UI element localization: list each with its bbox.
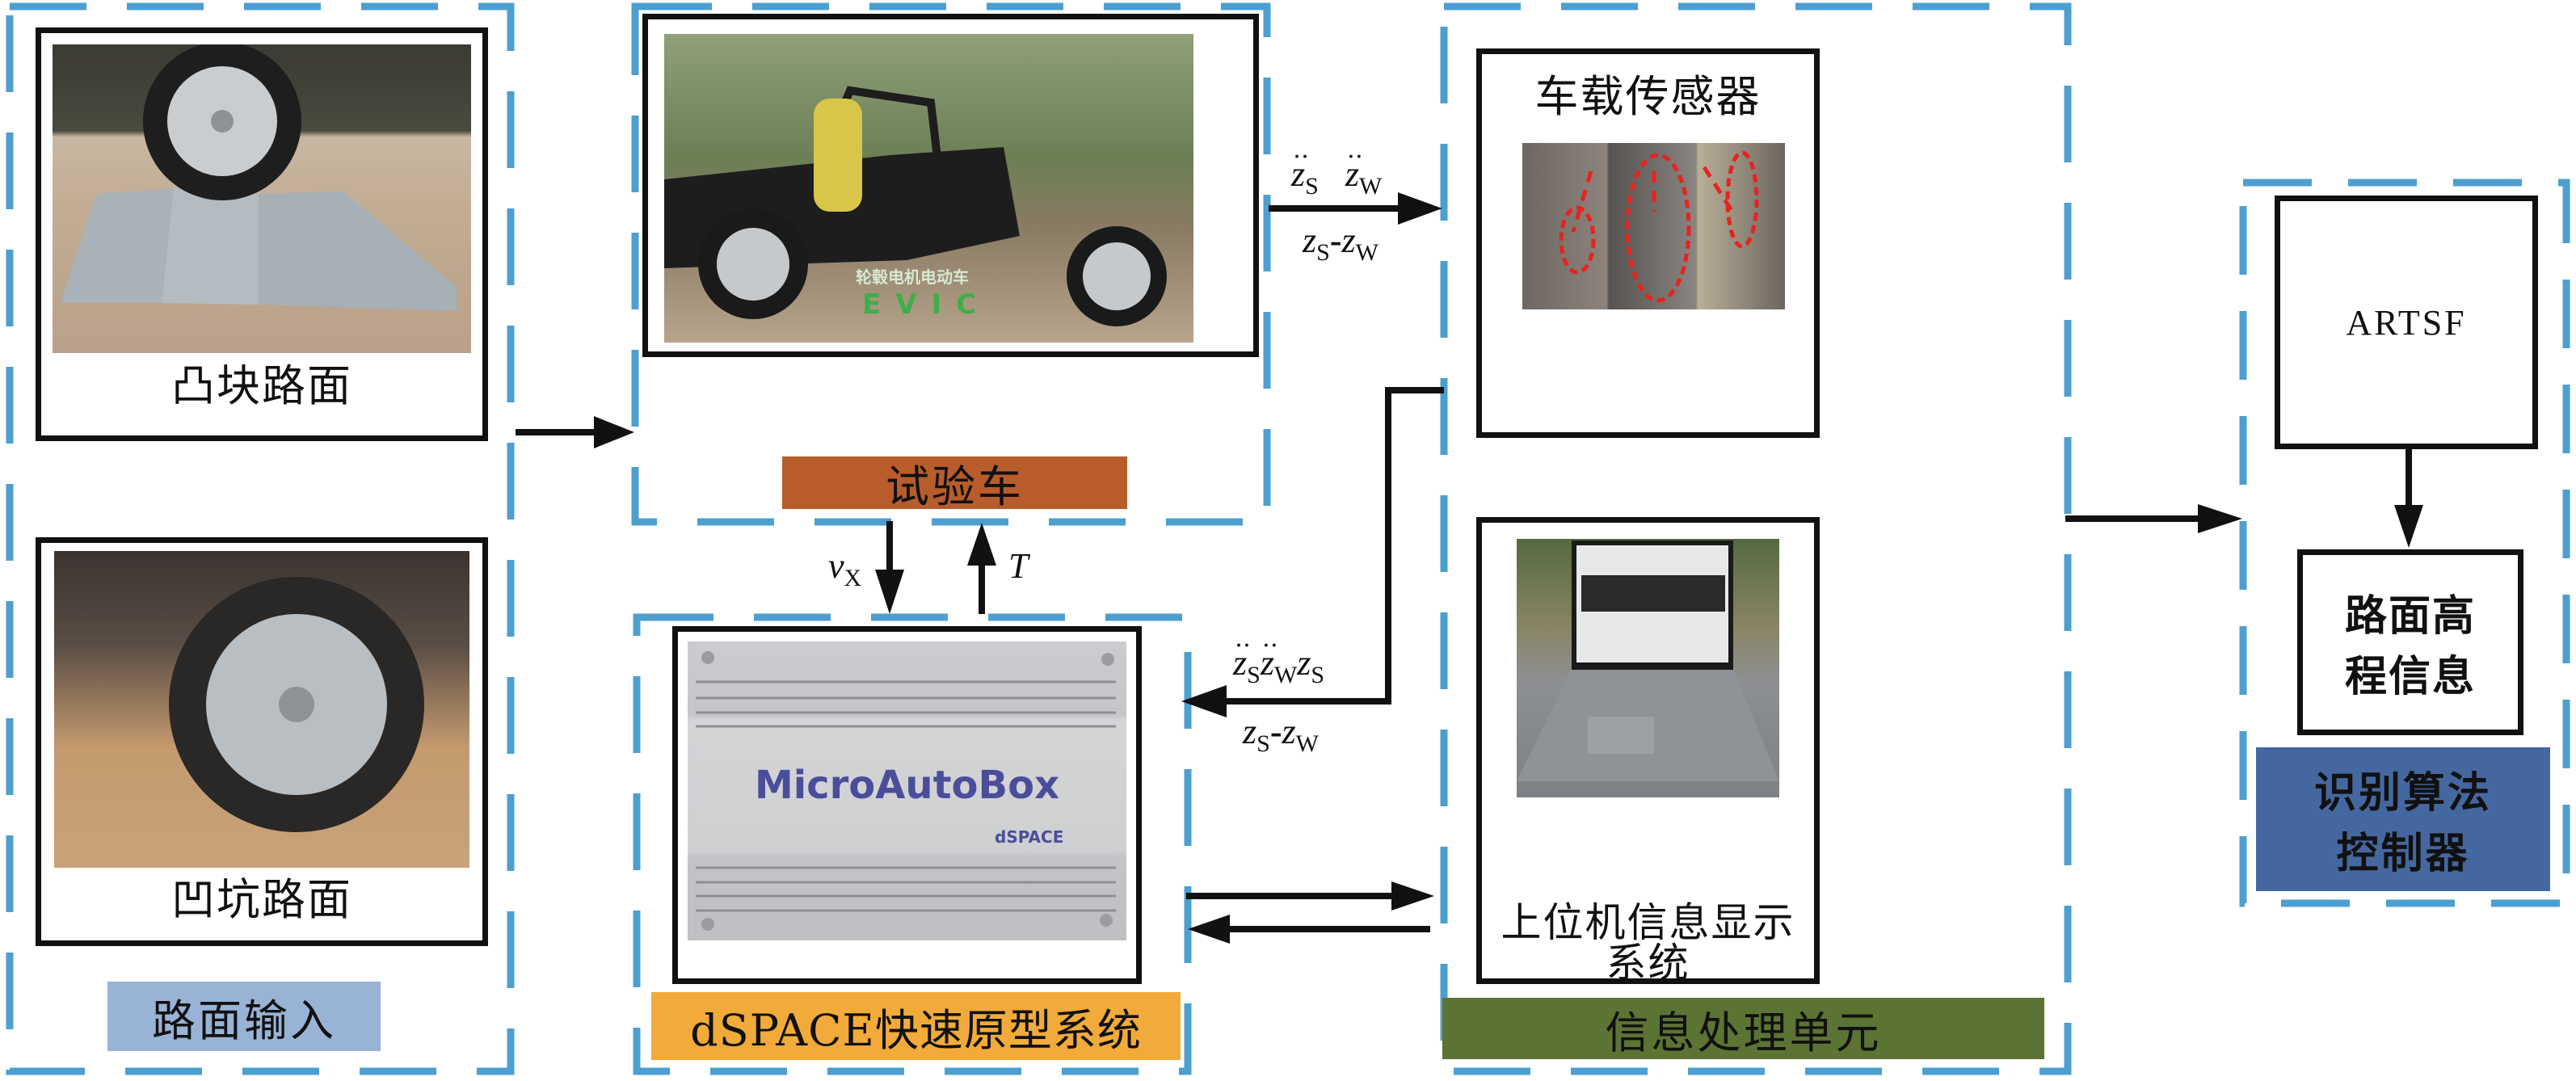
host-display-panel: 上位机信息显示系统	[1476, 517, 1820, 984]
signal-sensors-to-dspace-bottom: zS-zW	[1243, 712, 1319, 757]
bump-road-illustration	[61, 44, 457, 311]
controller-label: 识别算法 控制器	[2256, 747, 2550, 891]
test-vehicle-photo: 轮毂电机电动车 EVIC	[664, 34, 1193, 343]
microautobox-ridges	[696, 651, 1116, 931]
sym-zw-ddot: zW	[1345, 136, 1382, 200]
onboard-sensors-caption: 车载传感器	[1534, 71, 1762, 122]
onboard-sensors-photo	[1522, 143, 1785, 309]
controller-group	[2239, 179, 2570, 907]
arrowhead-vehicle-to-sensors	[1398, 192, 1442, 225]
sym-zs-ddot: zS	[1291, 136, 1319, 200]
road-input-group-frame	[6, 2, 515, 1075]
controller-label-line2: 控制器	[2336, 829, 2470, 878]
sensor-leader-lines	[1571, 166, 1735, 232]
vehicle-decal-cn: 轮毂电机电动车	[856, 267, 969, 287]
pothole-road-panel: 凹坑路面	[36, 537, 488, 946]
road-input-label: 路面输入	[107, 982, 381, 1051]
sensor-markers	[1559, 150, 1759, 303]
signal-vehicle-to-sensors-top: zS zW	[1291, 136, 1382, 200]
vehicle-decal-en: EVIC	[862, 288, 991, 321]
dspace-label: dSPACE快速原型系统	[651, 992, 1181, 1060]
dspace-panel: MicroAutoBox dSPACE	[672, 626, 1142, 984]
dspace-group	[633, 613, 1192, 1075]
test-vehicle-illustration	[664, 86, 1167, 326]
controller-label-line1: 识别算法	[2313, 768, 2492, 818]
signal-vehicle-to-sensors-bottom: zS-zW	[1303, 221, 1378, 266]
road-elevation-line1: 路面高	[2344, 591, 2476, 641]
device-maker: dSPACE	[995, 827, 1064, 847]
bump-road-panel: 凸块路面	[36, 27, 488, 441]
artsf-block: ARTSF	[2275, 196, 2538, 449]
arrowhead-road-to-vehicle	[594, 416, 634, 448]
test-vehicle-group	[631, 2, 1271, 526]
info-processing-group-frame	[1440, 2, 2072, 1075]
host-laptop-illustration	[1517, 540, 1779, 781]
device-brand: MicroAutoBox	[754, 763, 1060, 808]
pothole-road-illustration	[169, 577, 424, 832]
info-processing-label: 信息处理单元	[1442, 998, 2044, 1059]
signal-torque: T	[1008, 546, 1029, 586]
arrowhead-laptop-to-dspace	[1188, 915, 1230, 944]
test-vehicle-panel: 轮毂电机电动车 EVIC	[642, 14, 1259, 357]
controller-group-frame	[2239, 179, 2570, 907]
arrowhead-dspace-to-vehicle	[967, 523, 996, 566]
dspace-group-frame	[633, 613, 1192, 1075]
signal-sensors-to-dspace-top: zSzWzS	[1233, 625, 1324, 689]
arrowhead-info-to-controller	[2198, 504, 2242, 533]
arrowhead-vehicle-to-dspace	[875, 570, 904, 614]
pothole-road-photo	[54, 551, 469, 868]
host-laptop-photo	[1517, 539, 1779, 797]
bump-road-caption: 凸块路面	[171, 360, 352, 411]
signal-vx: vX	[828, 546, 862, 591]
pothole-road-caption: 凹坑路面	[171, 874, 352, 925]
artsf-label: ARTSF	[2346, 302, 2467, 343]
microautobox-photo: MicroAutoBox dSPACE	[688, 641, 1126, 940]
host-display-caption: 上位机信息显示系统	[1501, 899, 1795, 986]
road-elevation-line2: 程信息	[2344, 652, 2476, 701]
info-processing-group	[1440, 2, 2072, 1075]
bump-road-photo	[53, 44, 471, 353]
road-input-group	[6, 2, 515, 1075]
test-vehicle-group-frame	[631, 2, 1271, 526]
test-vehicle-label: 试验车	[782, 456, 1127, 512]
onboard-sensors-panel: 车载传感器	[1476, 48, 1820, 438]
road-elevation-block: 路面高 程信息	[2297, 549, 2523, 735]
arrowhead-dspace-to-laptop	[1391, 881, 1434, 911]
